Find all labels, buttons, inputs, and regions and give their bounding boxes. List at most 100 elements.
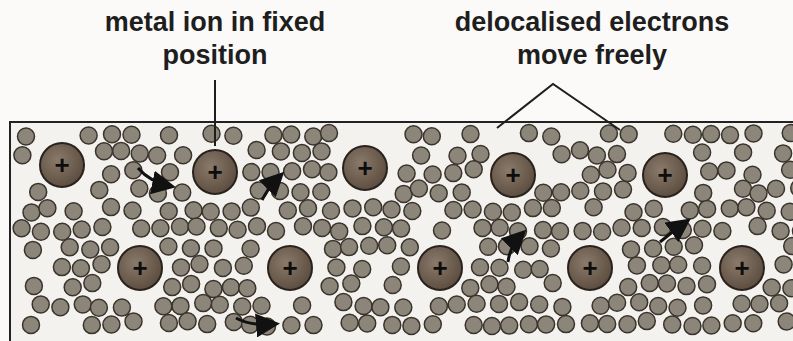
electron (53, 259, 70, 276)
leader-lines (215, 80, 620, 146)
electron (572, 142, 589, 159)
electron (481, 276, 498, 293)
electron (554, 298, 571, 315)
electron (631, 294, 648, 311)
electron (395, 299, 412, 316)
electron (403, 317, 420, 334)
electron (82, 241, 99, 258)
electron (384, 316, 401, 333)
electron (365, 199, 382, 216)
electron (664, 316, 681, 333)
electron (401, 239, 418, 256)
electron (361, 237, 378, 254)
electron (160, 315, 177, 332)
electron (96, 143, 113, 160)
electron (620, 126, 637, 143)
electron (182, 240, 199, 257)
electron (594, 223, 611, 240)
electron (491, 219, 508, 236)
electron (405, 126, 422, 143)
electron (74, 296, 91, 313)
electron (239, 280, 256, 297)
electron (321, 125, 338, 142)
charge-sign: + (505, 162, 520, 188)
electron (335, 294, 352, 311)
electron (423, 128, 440, 145)
electron (313, 143, 330, 160)
electron (681, 202, 698, 219)
electron (735, 180, 752, 197)
electron (125, 313, 142, 330)
electron (694, 257, 711, 274)
electron (225, 127, 242, 144)
electron (185, 202, 202, 219)
electron (465, 161, 482, 178)
electron (191, 256, 208, 273)
electron (733, 295, 750, 312)
electron (464, 201, 481, 218)
electron (202, 203, 219, 220)
electron (782, 161, 793, 178)
electron (638, 313, 655, 330)
electron (242, 240, 259, 257)
electron (234, 298, 251, 315)
electron (18, 128, 35, 145)
electron (515, 261, 532, 278)
electron (103, 166, 120, 183)
electron (188, 218, 205, 235)
electron (483, 318, 500, 335)
electron (449, 147, 466, 164)
electron (223, 203, 240, 220)
electron (80, 127, 97, 144)
electron (248, 142, 265, 159)
electron (383, 201, 400, 218)
electron (645, 200, 662, 217)
electron (293, 144, 310, 161)
electron (511, 294, 528, 311)
electron (343, 275, 360, 292)
electron (531, 296, 548, 313)
electron (448, 296, 465, 313)
electron (645, 240, 662, 257)
electron (103, 199, 120, 216)
electron (498, 278, 515, 295)
electron (24, 241, 41, 258)
electron (462, 126, 479, 143)
electron (535, 222, 552, 239)
electron (172, 297, 189, 314)
electron (268, 223, 285, 240)
electron (172, 218, 189, 235)
electron (32, 296, 49, 313)
electron (73, 221, 90, 238)
electron (253, 297, 270, 314)
metal-ion: + (642, 152, 688, 198)
electron (781, 203, 793, 220)
electron (149, 147, 166, 164)
electron (462, 279, 479, 296)
electron (424, 316, 441, 333)
electron (320, 164, 337, 181)
electron (103, 316, 120, 333)
electron (195, 295, 212, 312)
electron (585, 199, 602, 216)
electron (413, 147, 430, 164)
charge-sign: + (657, 162, 672, 188)
electron (558, 316, 575, 333)
electron (359, 315, 376, 332)
electron (321, 278, 338, 295)
electron (30, 183, 47, 200)
electron (283, 317, 300, 334)
metal-ion: + (267, 245, 313, 291)
electron (372, 299, 389, 316)
electron (653, 257, 670, 274)
ion-label: metal ion in fixed position (103, 6, 327, 72)
electron (379, 237, 396, 254)
electron (772, 222, 789, 239)
electron (305, 317, 322, 334)
electron (782, 125, 793, 142)
electron (225, 313, 242, 330)
electron (520, 316, 537, 333)
electron (628, 257, 645, 274)
electron (775, 256, 792, 273)
electron (768, 180, 785, 197)
